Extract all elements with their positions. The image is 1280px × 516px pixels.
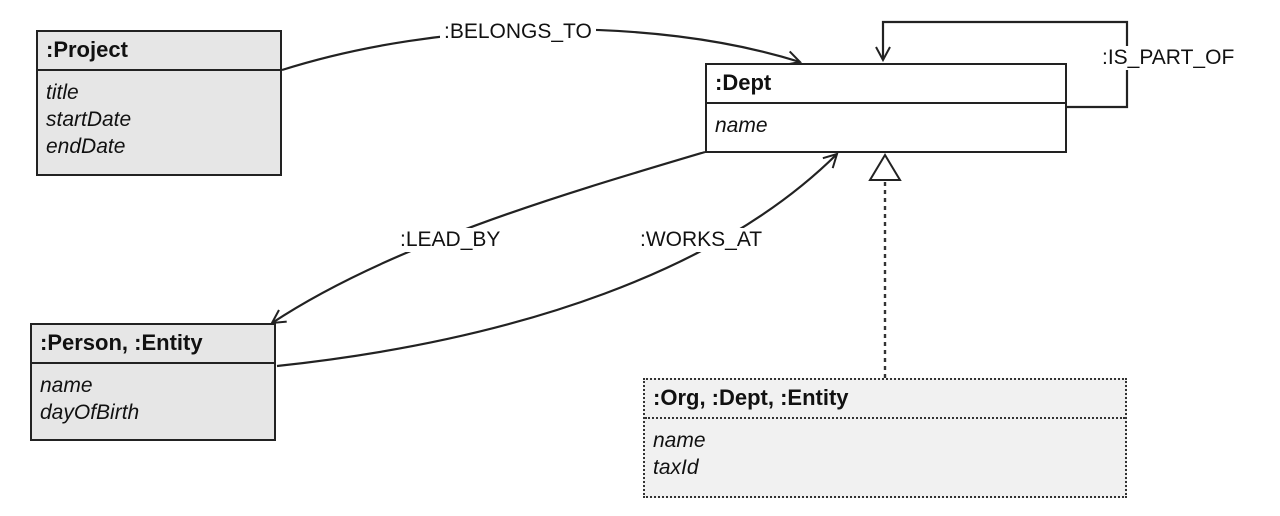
person-attr-name: name — [40, 374, 93, 397]
belongs-to-label: :BELONGS_TO — [440, 20, 596, 44]
lead-by-edge — [272, 150, 706, 323]
project-attributes: title startDate endDate — [38, 71, 280, 168]
project-class-name: :Project — [38, 32, 280, 71]
dept-attr-name: name — [715, 114, 768, 137]
person-class-name: :Person, :Entity — [32, 325, 274, 364]
person-attributes: name dayOfBirth — [32, 364, 274, 434]
person-class: :Person, :Entity name dayOfBirth — [30, 323, 276, 441]
dept-class-name: :Dept — [707, 65, 1065, 104]
works-at-edge — [276, 154, 837, 368]
org-attributes: name taxId — [645, 419, 1125, 489]
person-attr-dayofbirth: dayOfBirth — [40, 401, 140, 424]
org-class: :Org, :Dept, :Entity name taxId — [643, 378, 1127, 498]
lead-by-label: :LEAD_BY — [396, 228, 505, 252]
project-attr-title: title — [46, 81, 79, 104]
works-at-label: :WORKS_AT — [636, 228, 767, 252]
generalization-arrowhead — [868, 153, 902, 181]
dept-attributes: name — [707, 104, 1065, 147]
is-part-of-label: :IS_PART_OF — [1098, 46, 1239, 70]
dept-class: :Dept name — [705, 63, 1067, 153]
project-attr-startdate: startDate — [46, 108, 132, 131]
org-attr-taxid: taxId — [653, 456, 699, 479]
org-class-name: :Org, :Dept, :Entity — [645, 380, 1125, 419]
org-attr-name: name — [653, 429, 706, 452]
project-class: :Project title startDate endDate — [36, 30, 282, 176]
is-part-of-edge — [883, 20, 1129, 109]
project-attr-enddate: endDate — [46, 135, 126, 158]
